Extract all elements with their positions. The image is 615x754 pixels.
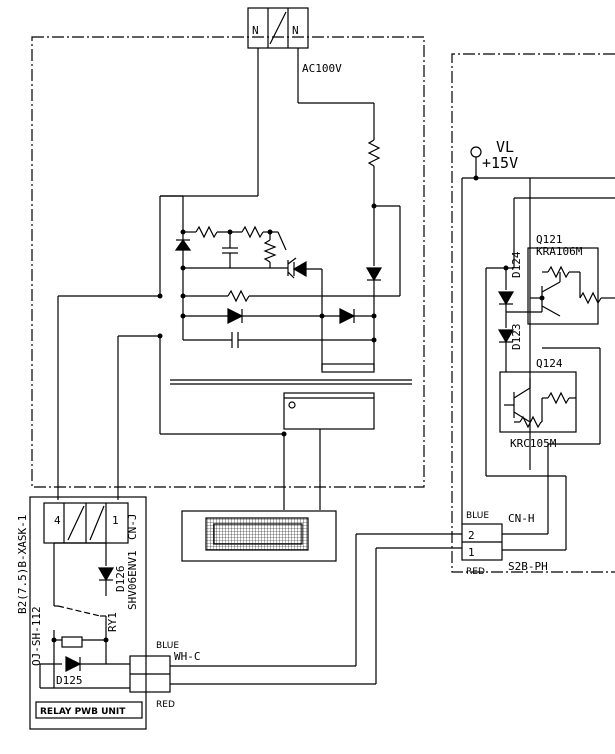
whc-label: WH-C xyxy=(174,650,201,663)
terminal-n-right-label: N xyxy=(292,24,299,37)
relay-unit-label: RELAY PWB UNIT xyxy=(40,707,126,717)
ac-voltage-label: AC100V xyxy=(302,62,342,75)
diode-row-left xyxy=(227,308,244,324)
resistor-q121-b xyxy=(579,291,602,305)
d123-label: D123 xyxy=(510,324,523,351)
vl-voltage-label: +15V xyxy=(482,154,518,172)
relay-model-a-label: B2(7.5)B-XASK-1 xyxy=(16,515,29,614)
transistor-q124 xyxy=(504,387,531,423)
q121-box xyxy=(527,247,599,325)
resistor-relay xyxy=(61,636,83,648)
diode-model-label: SHV06ENV1 xyxy=(126,550,139,610)
q124-label: Q124 xyxy=(536,357,563,370)
diode-d124 xyxy=(497,291,515,306)
cnh-pin1-label: 1 xyxy=(468,546,475,559)
resistor-r2 xyxy=(241,225,264,239)
junction-dots xyxy=(51,175,545,643)
cnh-pin2-label: 2 xyxy=(468,529,475,542)
resistor-q121-a xyxy=(547,265,570,279)
d126-label: D126 xyxy=(114,566,127,593)
q121-part-label: KRA106M xyxy=(536,245,583,258)
vl-terminal xyxy=(470,146,482,158)
ac-terminal-block xyxy=(247,7,309,49)
whc-blue-label: BLUE xyxy=(156,641,179,651)
diode-rail-left xyxy=(174,238,192,251)
control-board-outline xyxy=(451,53,615,573)
relay-pin4-label: 4 xyxy=(54,514,61,527)
cnj-label: CN-J xyxy=(126,514,139,541)
led-driver xyxy=(292,260,322,278)
resistor-r1 xyxy=(195,225,218,239)
s2bph-label: S2B-PH xyxy=(508,560,548,573)
d125-label: D125 xyxy=(56,674,83,687)
q121-label: Q121 xyxy=(536,233,563,246)
diode-d125 xyxy=(65,656,82,672)
resistor-ac-input xyxy=(367,139,381,167)
resistor-q124-a xyxy=(519,415,542,429)
relay-pin1-label: 1 xyxy=(112,514,119,527)
output-device xyxy=(321,363,375,373)
panel-connector xyxy=(283,392,375,430)
vl-label: VL xyxy=(496,138,514,156)
ry1-label: RY1 xyxy=(106,612,119,632)
relay-unit-label-box xyxy=(35,701,143,719)
diode-d126 xyxy=(97,567,115,582)
relay-pwb-unit xyxy=(29,496,147,730)
relay-model-b-label: OJ-SH-112 xyxy=(30,606,43,666)
power-supply-module-outline xyxy=(31,36,425,488)
cnh-blue-label: BLUE xyxy=(466,511,489,521)
diode-row-right xyxy=(339,308,356,324)
cnh-red-label: RED xyxy=(466,567,485,577)
terminal-n-left-label: N xyxy=(252,24,259,37)
resistor-q124-b xyxy=(547,391,570,405)
resistor-r3 xyxy=(263,239,277,263)
whc-red-label: RED xyxy=(156,700,175,710)
q124-part-label: KRC105M xyxy=(510,437,557,450)
cnh-label: CN-H xyxy=(508,512,535,525)
phototransistor xyxy=(277,231,297,279)
q124-box xyxy=(499,371,577,433)
transistor-q121 xyxy=(530,281,561,317)
display-module xyxy=(181,510,337,562)
relay-switch-ry1 xyxy=(57,605,101,617)
resistor-r4 xyxy=(227,289,250,303)
d124-label: D124 xyxy=(510,251,523,278)
diode-rail-right xyxy=(365,267,383,282)
